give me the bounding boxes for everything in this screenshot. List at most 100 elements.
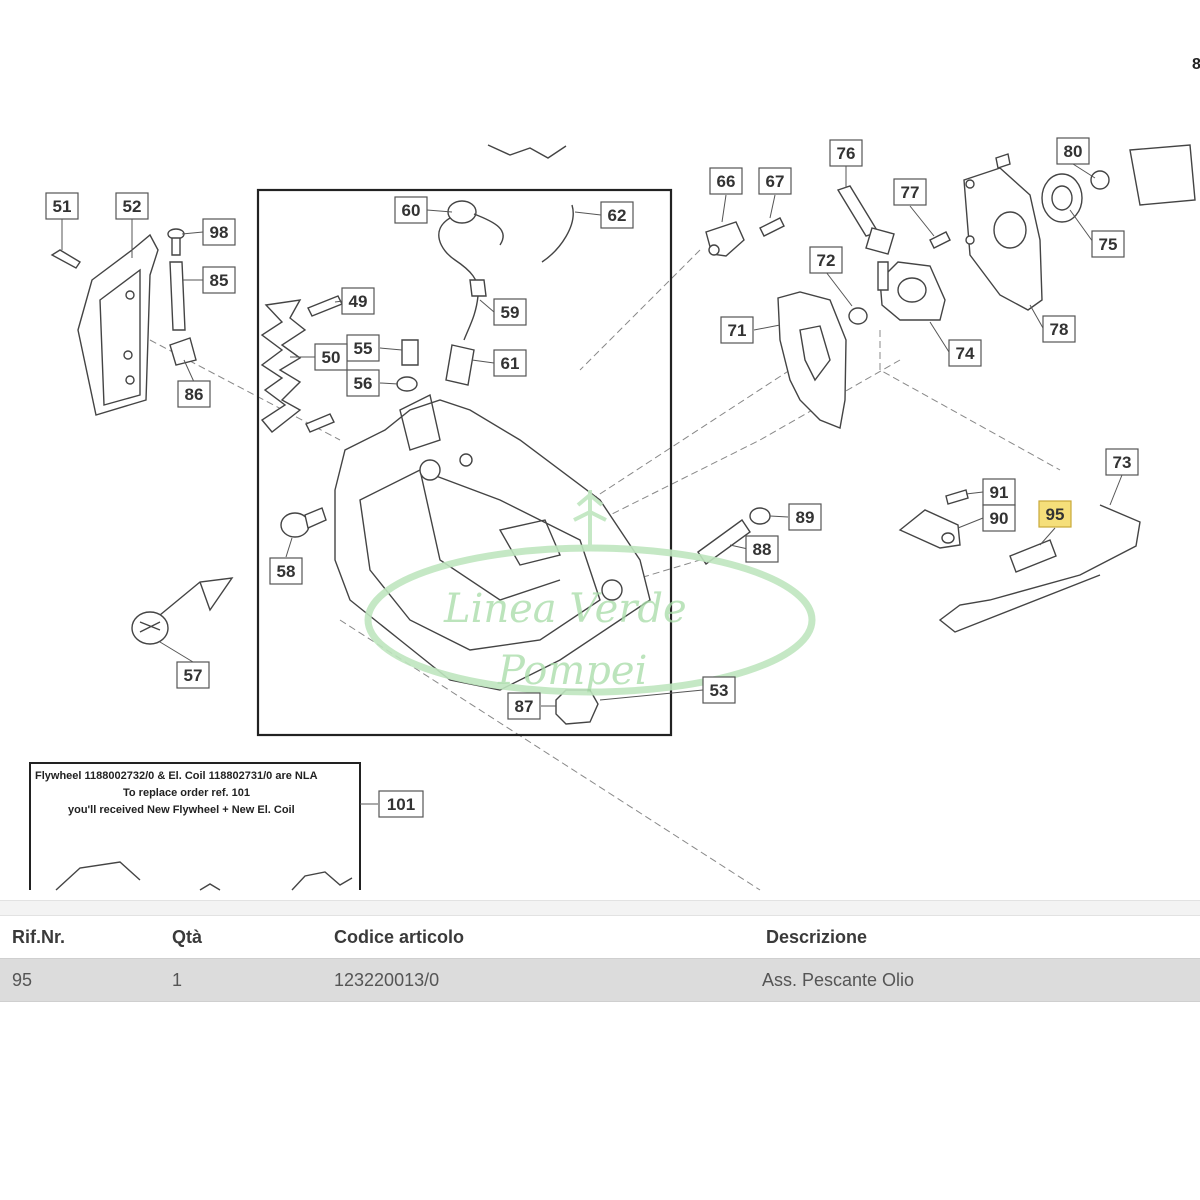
callout-52[interactable]: 52 (115, 192, 149, 220)
lever-76 (836, 185, 895, 255)
callout-71[interactable]: 71 (720, 316, 754, 344)
screw-top (995, 153, 1011, 169)
plate-90 (898, 509, 961, 549)
screw-98 (167, 228, 185, 256)
watermark-line-2: Pompei (497, 648, 647, 694)
callout-number: 58 (277, 562, 296, 581)
callout-box (202, 266, 236, 294)
hose-59 (463, 279, 487, 341)
callout-98[interactable]: 98 (202, 218, 236, 246)
spike-bumper-50 (260, 299, 307, 433)
notice-line-2: To replace order ref. 101 (123, 787, 250, 799)
callout-box (177, 380, 211, 408)
callout-78[interactable]: 78 (1042, 315, 1076, 343)
callout-49[interactable]: 49 (341, 287, 375, 315)
callout-box (1105, 448, 1139, 476)
table-separator (0, 900, 1200, 916)
callout-66[interactable]: 66 (709, 167, 743, 195)
pin-85 (169, 261, 186, 331)
callout-85[interactable]: 85 (202, 266, 236, 294)
clutch-drum (1129, 144, 1196, 206)
callout-number: 56 (354, 374, 373, 393)
header-desc: Descrizione (766, 927, 868, 947)
callout-59[interactable]: 59 (493, 298, 527, 326)
callout-labels: 51 52 98 85 86 60 62 49 59 55 50 56 61 58 57 87 53 66 67 76… (45, 137, 1139, 818)
screw-77 (929, 231, 951, 249)
table-row[interactable]: 95 1 123220013/0 Ass. Pescante Olio (0, 958, 1200, 1002)
callout-62[interactable]: 62 (600, 201, 634, 229)
callout-number: 66 (717, 172, 736, 191)
grommet-56 (396, 376, 418, 392)
cell-qty: 1 (172, 970, 183, 990)
callout-90[interactable]: 90 (982, 504, 1016, 532)
callout-86[interactable]: 86 (177, 380, 211, 408)
callout-61[interactable]: 61 (493, 349, 527, 377)
callout-box (507, 692, 541, 720)
screw-51 (50, 249, 81, 269)
callout-box (1042, 315, 1076, 343)
callout-number: 49 (349, 292, 368, 311)
bracket-66 (705, 221, 745, 257)
callout-67[interactable]: 67 (758, 167, 792, 195)
callout-box (745, 535, 779, 563)
callout-55[interactable]: 55 (346, 334, 380, 362)
callout-number: 50 (322, 348, 341, 367)
callout-60[interactable]: 60 (394, 196, 428, 224)
callout-number: 60 (402, 201, 421, 220)
parts-table: Rif.Nr. Qtà Codice articolo Descrizione … (0, 900, 1200, 1002)
callout-number: 85 (210, 271, 229, 290)
callout-72[interactable]: 72 (809, 246, 843, 274)
callout-53[interactable]: 53 (702, 676, 736, 704)
callout-87[interactable]: 87 (507, 692, 541, 720)
callout-76[interactable]: 76 (829, 139, 863, 167)
fuel-filter-61 (445, 344, 475, 386)
callout-75[interactable]: 75 (1091, 230, 1125, 258)
callout-box (493, 298, 527, 326)
callout-51[interactable]: 51 (45, 192, 79, 220)
callout-73[interactable]: 73 (1105, 448, 1139, 476)
callout-box (600, 201, 634, 229)
callout-89[interactable]: 89 (788, 503, 822, 531)
callout-number: 91 (990, 483, 1009, 502)
callout-number: 73 (1113, 453, 1132, 472)
oil-line-73 (938, 504, 1141, 633)
watermark: Linea Verde Pompei (364, 490, 816, 696)
oring-89 (749, 507, 771, 525)
notice-line-3: you'll received New Flywheel + New El. C… (68, 804, 295, 816)
header-ref: Rif.Nr. (12, 927, 66, 947)
callout-number: 76 (837, 144, 856, 163)
callout-box (176, 661, 210, 689)
guide-plate-71 (777, 291, 847, 429)
callout-77[interactable]: 77 (893, 178, 927, 206)
callout-box (378, 790, 424, 818)
callout-50[interactable]: 50 (314, 343, 348, 371)
callout-91[interactable]: 91 (982, 478, 1016, 506)
oil-pickup-95 (1009, 539, 1057, 573)
callout-box (493, 349, 527, 377)
callout-88[interactable]: 88 (745, 535, 779, 563)
callout-box (893, 178, 927, 206)
callout-number: 53 (710, 681, 729, 700)
callout-56[interactable]: 56 (346, 369, 380, 397)
cap-57 (131, 577, 234, 645)
nut-80 (1090, 170, 1110, 190)
callout-80[interactable]: 80 (1056, 137, 1090, 165)
callout-74[interactable]: 74 (948, 339, 982, 367)
callout-box (202, 218, 236, 246)
notice-line-1: Flywheel 1188002732/0 & El. Coil 1188027… (35, 770, 318, 782)
callout-number: 75 (1099, 235, 1118, 254)
callout-box (982, 478, 1016, 506)
callout-box (1091, 230, 1125, 258)
callout-95[interactable]: 95 (1038, 500, 1072, 528)
watermark-line-1: Linea Verde (443, 586, 687, 632)
callout-101[interactable]: 101 (378, 790, 424, 818)
callout-58[interactable]: 58 (269, 557, 303, 585)
crankcase-assembly-box (256, 188, 673, 737)
callout-57[interactable]: 57 (176, 661, 210, 689)
callout-number: 51 (53, 197, 72, 216)
callout-number: 78 (1050, 320, 1069, 339)
callout-box (1038, 500, 1072, 528)
chain-cover-part (77, 233, 159, 416)
plug-55 (401, 339, 419, 366)
callout-number: 90 (990, 509, 1009, 528)
